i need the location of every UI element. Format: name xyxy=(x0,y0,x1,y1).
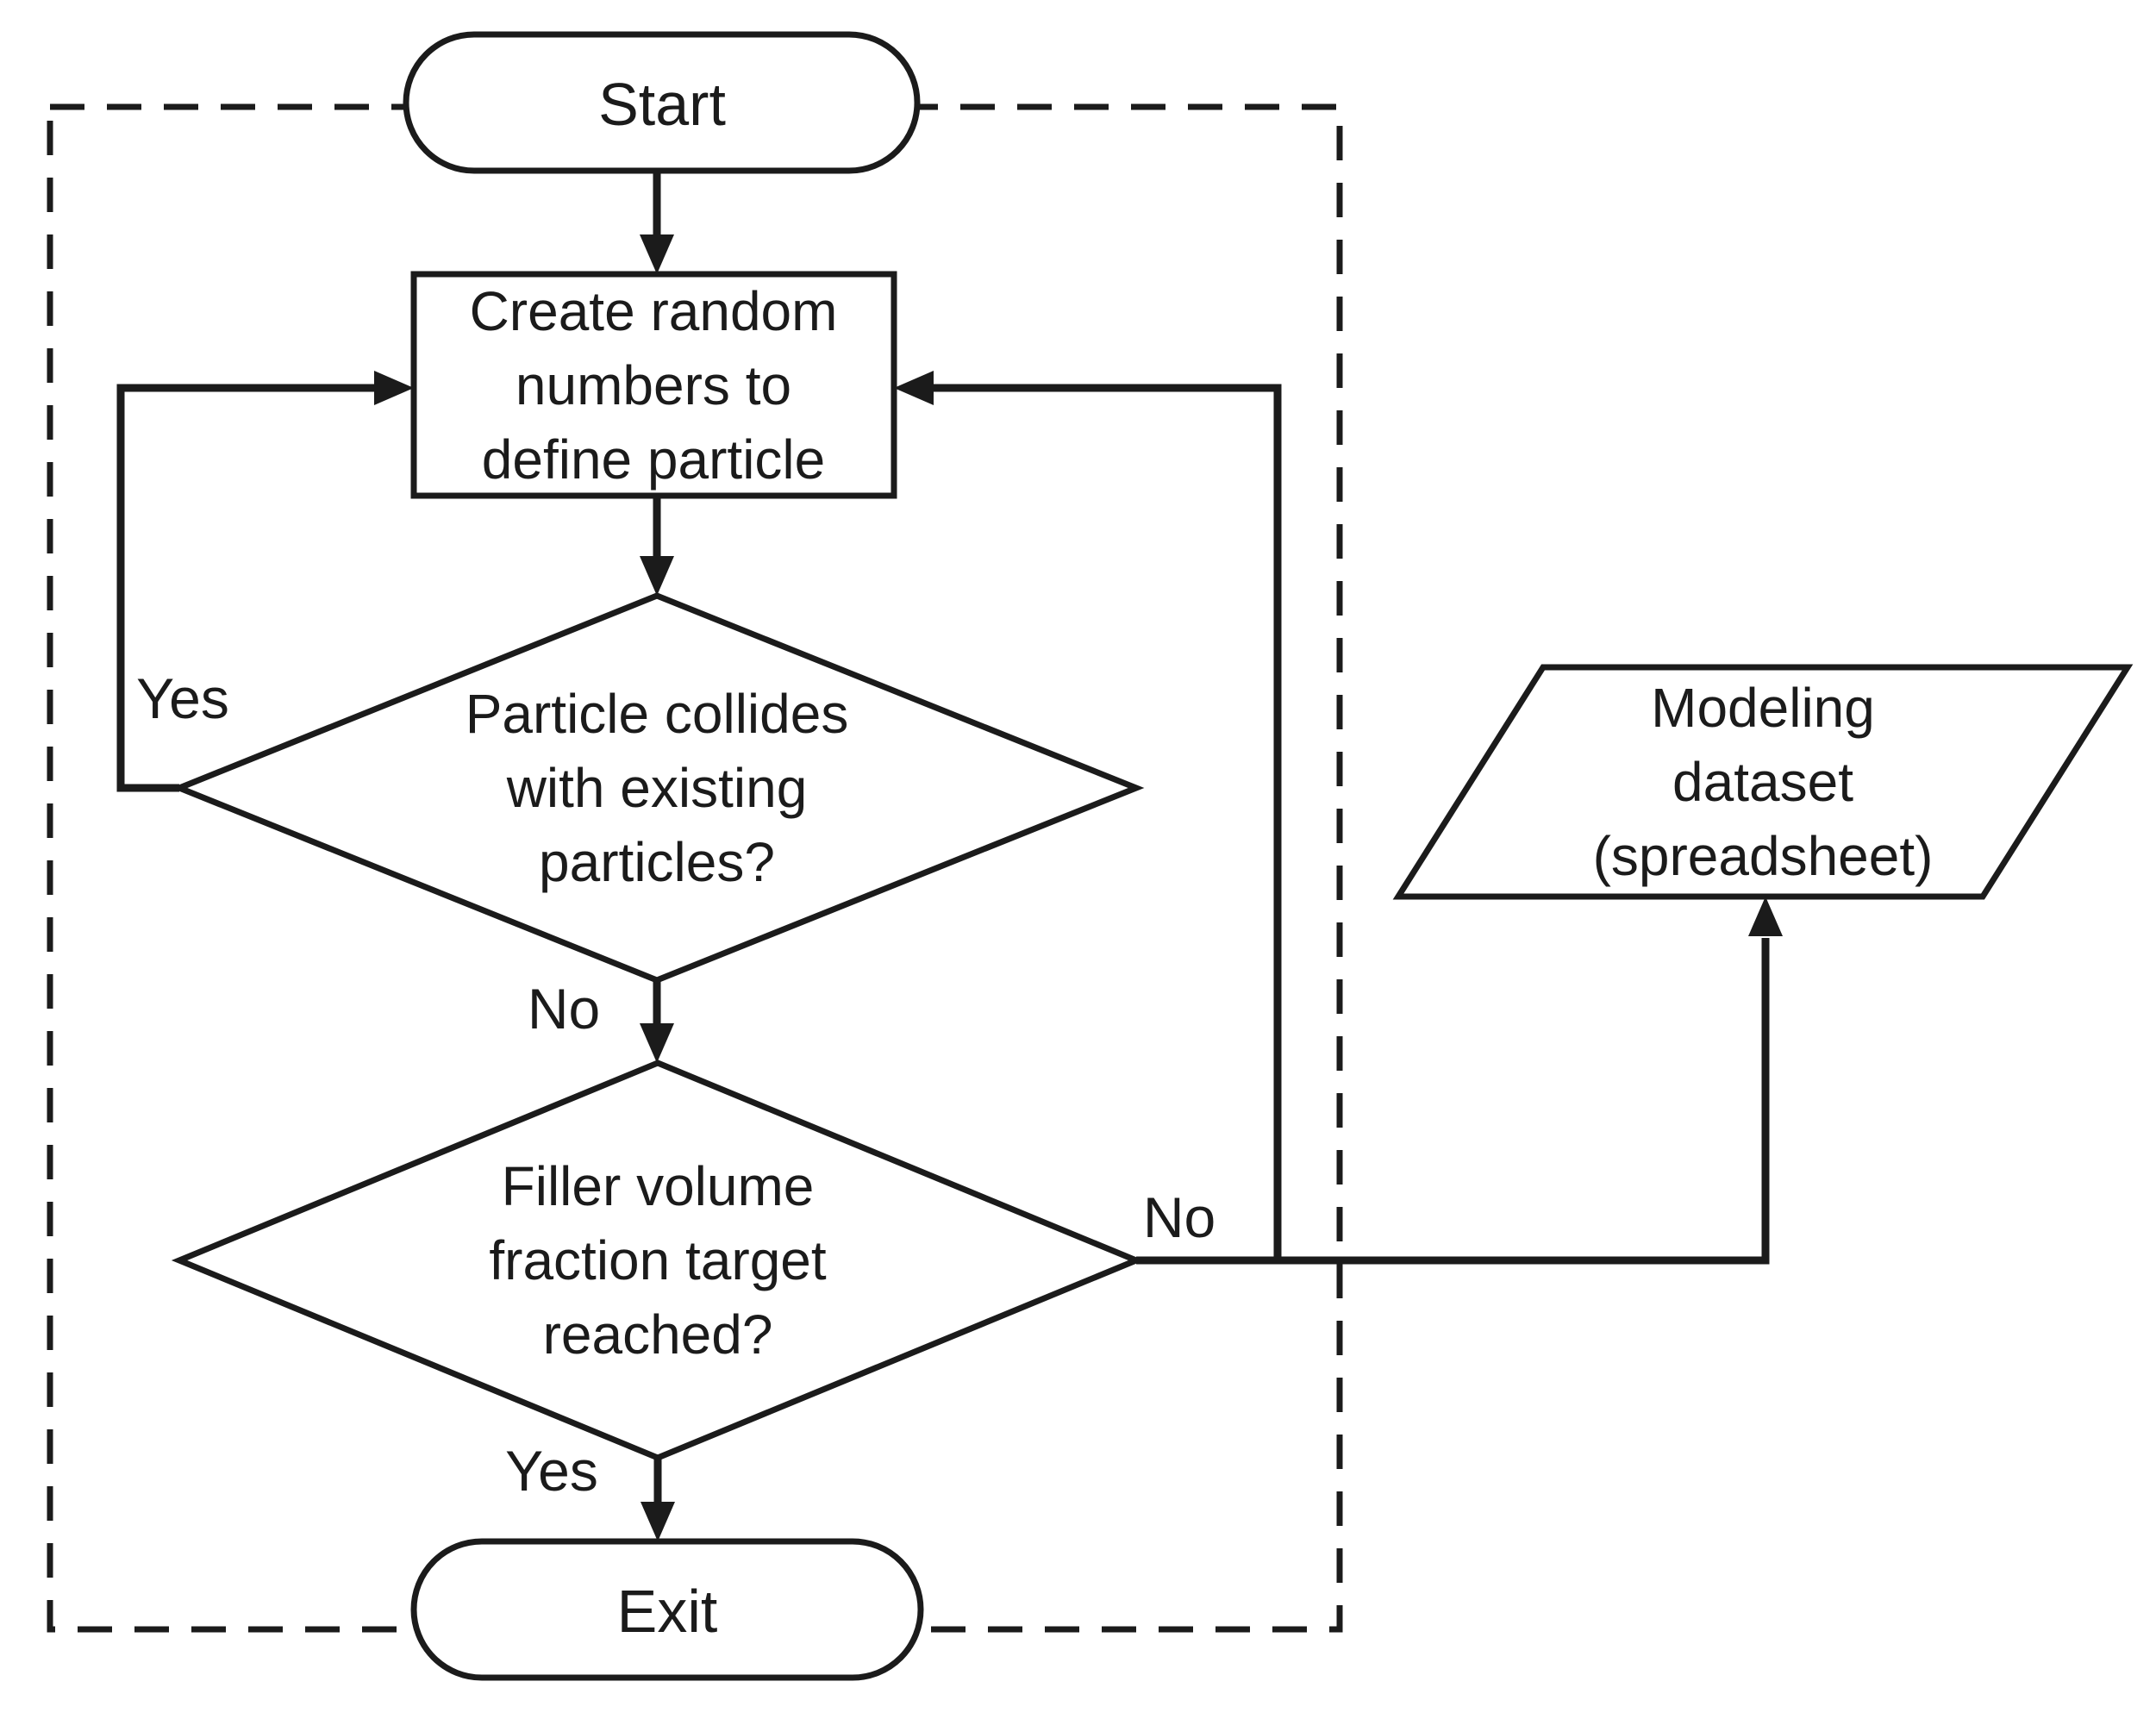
start-node: Start xyxy=(403,31,921,174)
process-node-label-line1: Create random xyxy=(470,280,838,342)
process-node-shape xyxy=(410,271,897,499)
collision-decision-node: Particle collides with existing particle… xyxy=(171,592,1145,984)
process-node: Create random numbers to define particle xyxy=(410,271,897,499)
volume-yes-label: Yes xyxy=(505,1439,598,1503)
edge-collision-yes-loop-to-process xyxy=(116,384,376,792)
exit-node-shape xyxy=(410,1538,924,1681)
dataset-node: Modeling dataset (spreadsheet) xyxy=(1392,664,2134,900)
dataset-node-label-line2: dataset xyxy=(1672,751,1853,813)
edges xyxy=(116,171,1783,1541)
collision-no-label: No xyxy=(528,977,600,1041)
nodes: Start Create random numbers to define pa… xyxy=(171,31,2134,1681)
volume-decision-label-line1: Filler volume xyxy=(502,1155,815,1217)
process-node-label-line2: numbers to xyxy=(516,354,791,416)
arrowhead-up-into-dataset xyxy=(1748,897,1783,936)
collision-decision-label-line2: with existing xyxy=(506,757,808,819)
collision-decision-label-line1: Particle collides xyxy=(466,683,849,745)
process-node-label-line3: define particle xyxy=(482,428,825,491)
arrowhead-right-into-process-left xyxy=(374,371,414,405)
arrowhead-down-into-collision-decision xyxy=(640,556,674,596)
edge-volume-no-loop-to-process xyxy=(932,384,1282,1260)
volume-decision-label-line3: reached? xyxy=(543,1303,773,1366)
collision-yes-label: Yes xyxy=(136,666,229,730)
volume-decision-label-line2: fraction target xyxy=(489,1229,827,1291)
start-node-label: Start xyxy=(598,71,726,138)
dataset-node-shape xyxy=(1392,664,2134,900)
exit-node: Exit xyxy=(410,1538,924,1681)
arrowhead-down-into-volume-decision xyxy=(640,1023,674,1063)
edge-labels: Yes No No Yes xyxy=(136,666,1215,1503)
start-node-shape xyxy=(403,31,921,174)
arrowhead-left-into-process-right xyxy=(894,371,934,405)
volume-no-label: No xyxy=(1143,1185,1215,1249)
collision-decision-shape xyxy=(171,592,1145,984)
collision-decision-label-line3: particles? xyxy=(539,831,775,893)
dataset-node-label-line1: Modeling xyxy=(1651,677,1875,739)
arrowhead-down-into-exit xyxy=(641,1502,675,1541)
dataset-node-label-line3: (spreadsheet) xyxy=(1593,825,1934,887)
arrowhead-down-into-process xyxy=(640,234,674,274)
exit-node-label: Exit xyxy=(617,1578,718,1645)
edge-volume-no-to-dataset xyxy=(1136,938,1770,1265)
volume-decision-node: Filler volume fraction target reached? xyxy=(171,1060,1145,1461)
volume-decision-shape xyxy=(171,1060,1145,1461)
